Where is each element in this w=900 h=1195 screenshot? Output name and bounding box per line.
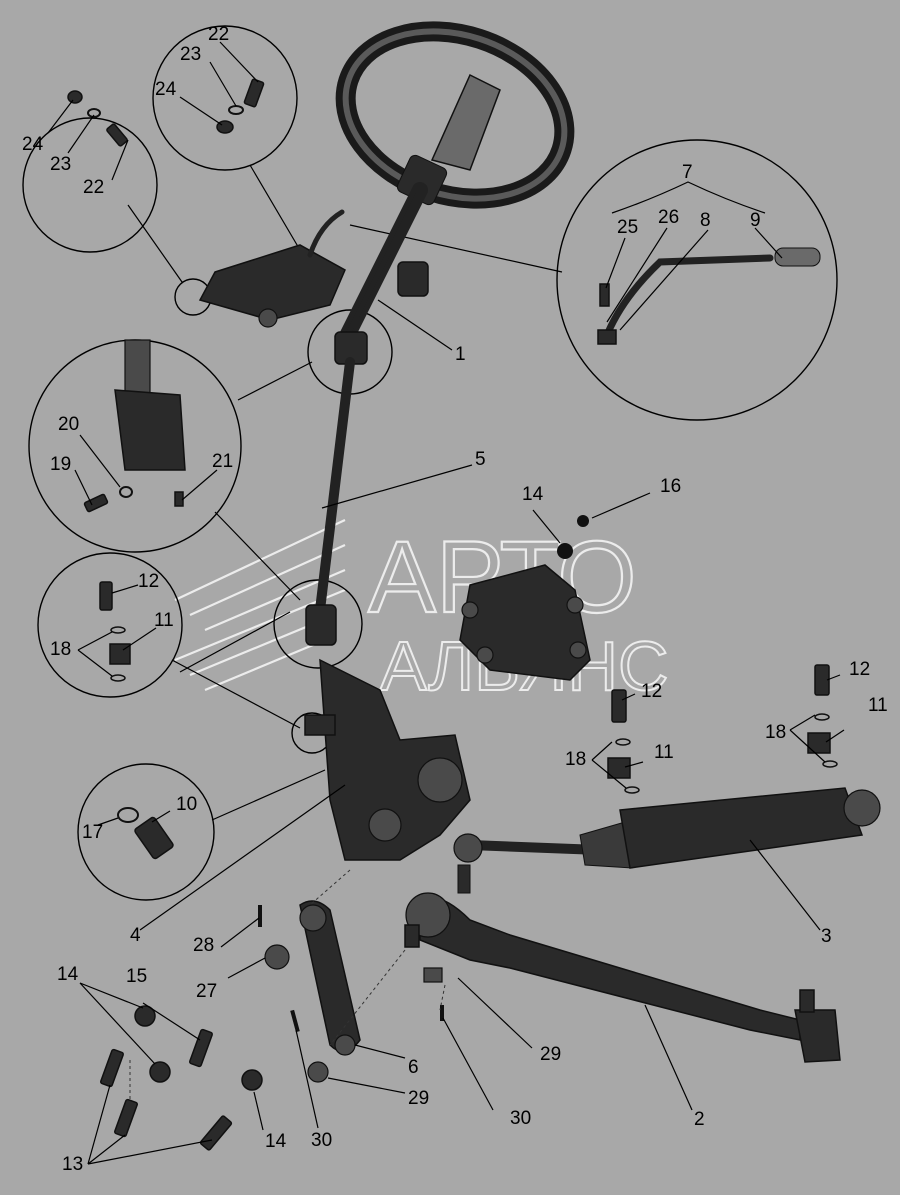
callout-label: 23	[180, 44, 201, 65]
callout-label: 1	[455, 344, 466, 365]
alignment-lines	[129, 869, 446, 1100]
callout-label: 6	[408, 1057, 419, 1078]
tie-rod	[404, 892, 841, 1063]
mounting-bracket	[459, 515, 591, 681]
callout-label: 7	[682, 162, 693, 183]
callout-label: 25	[617, 217, 638, 238]
callout-labels: 1 2 3 4 5 6 7 8 9 10 11 11 11 12 12 12 1…	[22, 24, 888, 1175]
callout-label: 19	[50, 454, 71, 475]
callout-label: 24	[22, 134, 44, 155]
pitman-arm	[299, 900, 361, 1056]
callout-label: 29	[540, 1044, 561, 1065]
callout-label: 18	[765, 722, 786, 743]
column-switch	[397, 261, 429, 297]
callout-label: 11	[868, 695, 888, 716]
detail-circle-fitting-10	[77, 763, 215, 901]
callout-label: 13	[62, 1154, 83, 1175]
callout-label: 26	[658, 207, 679, 228]
callout-label: 12	[138, 571, 159, 592]
steering-column	[198, 182, 429, 646]
callout-label: 27	[196, 981, 217, 1002]
callout-label: 3	[821, 926, 832, 947]
callout-label: 14	[57, 964, 79, 985]
callout-label: 10	[176, 794, 197, 815]
callout-label: 29	[408, 1088, 429, 1109]
callout-label: 20	[58, 414, 79, 435]
callout-label: 14	[522, 484, 544, 505]
callout-label: 4	[130, 925, 141, 946]
callout-label: 5	[475, 449, 486, 470]
callout-label: 18	[565, 749, 586, 770]
detail-circle-bolts-left	[22, 117, 158, 253]
column-bracket	[198, 244, 346, 321]
callout-label: 22	[208, 24, 229, 45]
callout-label: 2	[694, 1109, 705, 1130]
callout-label: 24	[155, 79, 177, 100]
callout-label: 28	[193, 935, 214, 956]
callout-label: 16	[660, 476, 681, 497]
callout-label: 8	[700, 210, 711, 231]
detail-circle-fitting-11	[37, 552, 183, 698]
loose-parts	[67, 78, 838, 1151]
callout-label: 23	[50, 154, 71, 175]
detail-circle-lower-joint	[273, 579, 363, 669]
steering-wheel	[335, 21, 575, 209]
detail-circle-bolts-right	[152, 25, 298, 171]
callout-label: 12	[849, 659, 870, 680]
callout-label: 12	[641, 681, 662, 702]
callout-label: 9	[750, 210, 761, 231]
callout-label: 11	[654, 742, 674, 763]
callout-label: 17	[82, 822, 103, 843]
callout-label: 18	[50, 639, 71, 660]
callout-label: 22	[83, 177, 104, 198]
detail-connectors	[127, 164, 563, 821]
callout-label: 15	[126, 966, 147, 987]
callout-label: 30	[311, 1130, 332, 1151]
callout-label: 30	[510, 1108, 531, 1129]
detail-circle-lever-7	[556, 139, 838, 421]
callout-label: 21	[212, 451, 233, 472]
callout-label: 14	[265, 1131, 287, 1152]
leader-lines	[47, 41, 845, 1165]
power-cylinder	[453, 787, 881, 894]
steering-gear	[304, 658, 471, 861]
callout-label: 11	[154, 610, 174, 631]
